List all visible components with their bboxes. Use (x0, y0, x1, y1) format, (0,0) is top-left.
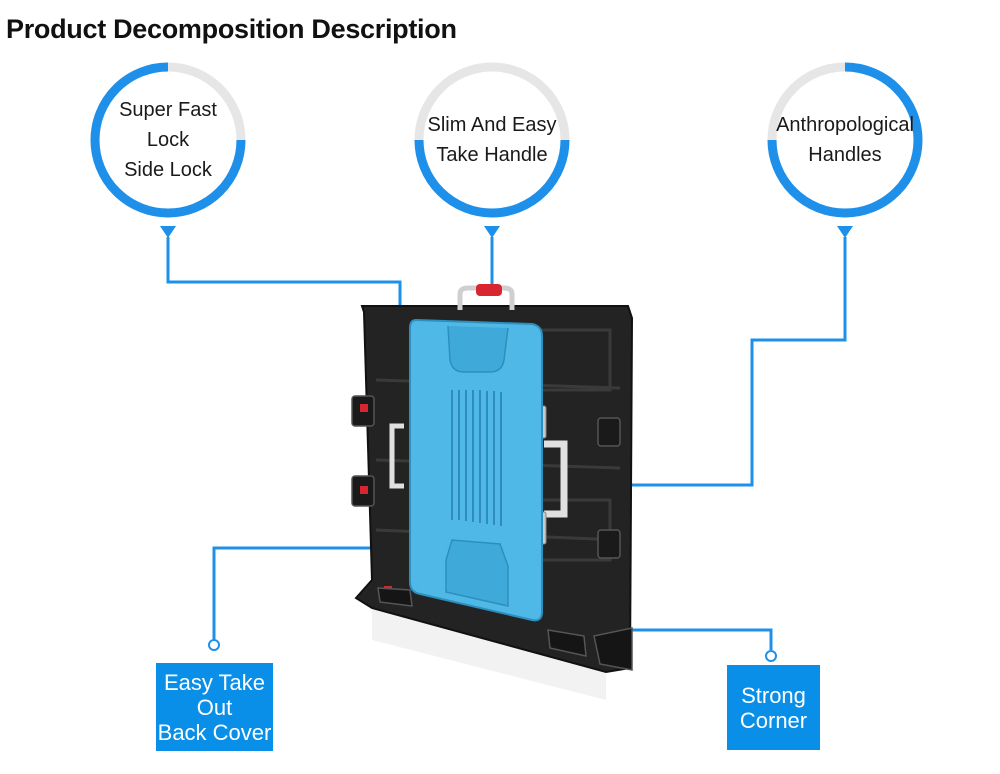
back-cover-bottom-panel (445, 539, 509, 607)
pointer-lock (160, 226, 176, 238)
connector-corner (618, 628, 773, 650)
ring-icon (767, 62, 923, 218)
label-back-cover: Easy Take Out Back Cover (156, 663, 273, 751)
side-lock-right-bottom (597, 529, 621, 559)
corner-protector (547, 629, 587, 657)
callout-circle-handle: Slim And Easy Take Handle (410, 58, 574, 222)
corner-protector (593, 627, 633, 671)
callout-anthro-text: Anthropological Handles (776, 114, 914, 166)
callout-circle-anthro: Anthropological Handles (763, 58, 927, 222)
red-clip (360, 404, 368, 412)
connector-lock (166, 237, 402, 320)
callout-lock-text: Super Fast Lock Side Lock (119, 99, 217, 181)
pointer-anthro (837, 226, 853, 238)
side-lock-right-top (597, 417, 621, 447)
ring-icon (414, 62, 570, 218)
dot-corner (765, 650, 777, 662)
pointer-handle (484, 226, 500, 238)
dot-cover (208, 639, 220, 651)
callout-handle-text: Slim And Easy Take Handle (427, 114, 557, 166)
ring-icon (90, 62, 246, 218)
top-handle-grip (476, 284, 502, 296)
callout-circle-lock: Super Fast Lock Side Lock (86, 58, 250, 222)
vent-grille (451, 390, 502, 526)
back-cover-top-notch (447, 325, 509, 373)
corner-protector (377, 587, 413, 607)
back-cover (409, 318, 543, 622)
connector-cover (212, 546, 402, 640)
label-strong-corner: Strong Corner (727, 665, 820, 750)
right-handle (544, 440, 568, 518)
page-title: Product Decomposition Description (6, 14, 457, 44)
connector-anthro (566, 237, 847, 487)
left-handle (389, 423, 404, 489)
red-clip (360, 486, 368, 494)
